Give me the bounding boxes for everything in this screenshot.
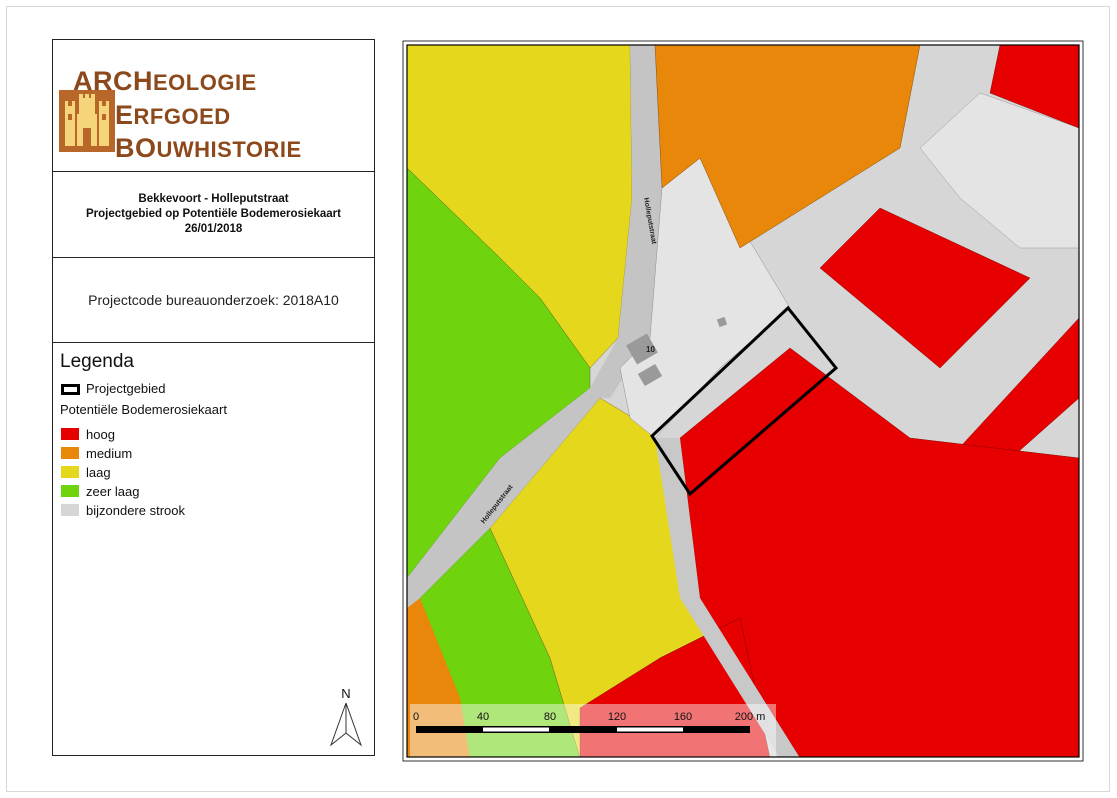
road-east	[655, 438, 800, 757]
map-date: 26/01/2018	[184, 223, 243, 235]
page-frame	[6, 6, 1110, 792]
legend-item-medium: medium	[61, 445, 132, 461]
scale-bar-label: 200 m	[735, 711, 766, 723]
building-10	[626, 333, 658, 365]
scale-bar-label: 40	[477, 711, 489, 723]
legend-item-laag: laag	[61, 464, 111, 480]
logo-line-archeologie: ARCHEOLOGIE	[73, 66, 257, 96]
legend-swatch	[61, 504, 79, 516]
north-label: N	[341, 687, 350, 701]
parcel-hoog-ne	[989, 45, 1079, 129]
scale-bar-label: 0	[413, 711, 419, 723]
north-arrow-icon: N	[329, 687, 363, 747]
legend-label: zeer laag	[86, 483, 140, 499]
project-area-swatch	[61, 384, 80, 395]
legend-label: hoog	[86, 426, 115, 442]
scale-bar-label: 120	[608, 711, 626, 723]
parcel-hoog-se	[679, 347, 1079, 757]
logo-line-erfgoed: ERFGOED	[115, 100, 231, 130]
legend-item-bijzondere-strook: bijzondere strook	[61, 502, 185, 518]
legend-item-zeer-laag: zeer laag	[61, 483, 139, 499]
project-code-panel: Projectcode bureauonderzoek: 2018A10	[52, 257, 375, 343]
building-10-annex	[637, 363, 663, 387]
castle-logo-icon	[59, 90, 115, 152]
map-subtitle: Projectgebied op Potentiële Bodemerosiek…	[86, 208, 341, 220]
scale-bar-white-1	[483, 727, 549, 732]
parcel-medium-sw	[407, 598, 470, 757]
scale-bar-label: 80	[544, 711, 556, 723]
parcel-hoog-e	[819, 207, 1031, 369]
map-title: Bekkevoort - Holleputstraat	[138, 193, 289, 205]
scale-bar-label: 160	[674, 711, 692, 723]
scale-bar-white-2	[617, 727, 683, 732]
legend-label: laag	[86, 464, 111, 480]
building-small	[716, 316, 728, 328]
road-holleputstraat	[407, 45, 662, 608]
parcel-medium-n	[654, 45, 921, 249]
legend-swatch	[61, 428, 79, 440]
house-number: 10	[646, 345, 655, 354]
legend-label: medium	[86, 445, 133, 461]
legend-panel: Legenda Projectgebied Potentiële Bodemer…	[52, 342, 375, 756]
legend-label: bijzondere strook	[86, 502, 185, 518]
parcel-bijzondere-ne	[919, 92, 1079, 249]
legend-swatch	[61, 485, 79, 497]
logo-line-bouwhistorie: BOUWHISTORIE	[115, 133, 302, 163]
project-area-outline[interactable]	[650, 305, 839, 497]
legend-title: Legenda	[60, 351, 134, 372]
scale-bar	[416, 726, 750, 733]
legend-item-hoog: hoog	[61, 426, 115, 442]
project-area-label: Projectgebied	[86, 381, 166, 396]
project-code: Projectcode bureauonderzoek: 2018A10	[88, 292, 339, 308]
legend-subtitle: Potentiële Bodemerosiekaart	[60, 402, 227, 417]
legend-swatch	[61, 466, 79, 478]
title-panel: Bekkevoort - Holleputstraat Projectgebie…	[52, 171, 375, 258]
logo-panel: ARCHEOLOGIE ERFGOED BOUWHISTORIE	[52, 39, 375, 172]
legend-swatch	[61, 447, 79, 459]
